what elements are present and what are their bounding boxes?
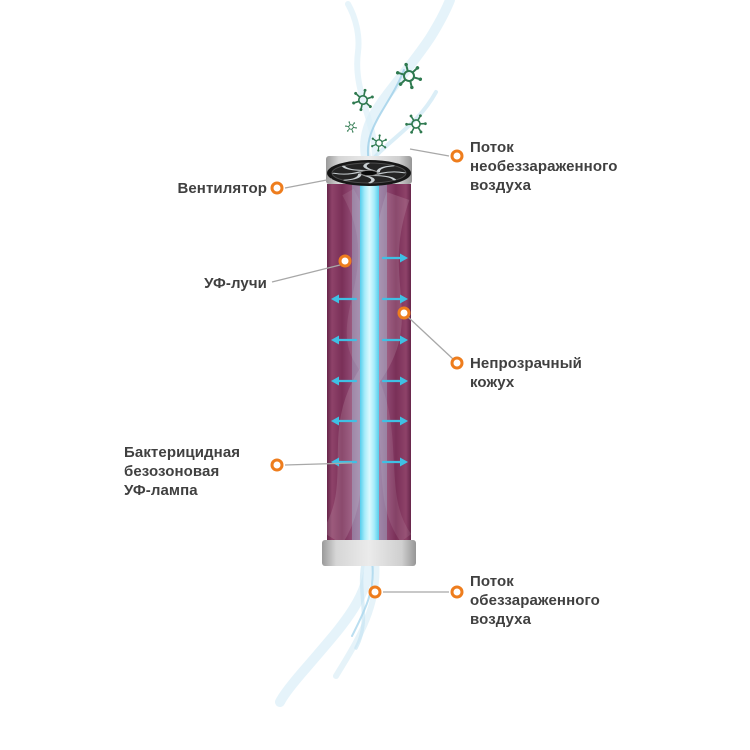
uv-arrow-left-icon: [331, 335, 358, 345]
uv-arrow-left-icon: [331, 294, 358, 304]
uv-arrow-right-icon: [381, 335, 408, 345]
leader-line-casing: [407, 316, 454, 360]
callout-marker-outflow-part: [368, 585, 382, 599]
leader-line-fan: [284, 178, 333, 189]
callout-marker-inflow: [450, 149, 464, 163]
label-fan: Вентилятор: [177, 180, 267, 197]
outflow-swirl: [275, 555, 380, 707]
callout-markers: [270, 149, 464, 599]
callout-marker-uv-rays: [338, 254, 352, 268]
uv-arrow-left-icon: [331, 376, 358, 386]
callout-marker-outflow-text: [450, 585, 464, 599]
callout-marker-casing-part: [397, 306, 411, 320]
uv-arrow-right-icon: [381, 294, 408, 304]
leader-line-uv-rays: [271, 264, 341, 283]
label-lamp: Бактерицидная безозоновая УФ-лампа: [124, 444, 241, 499]
virus-icon: [342, 118, 360, 136]
callout-marker-fan: [270, 181, 284, 195]
uv-lamp: [352, 184, 387, 540]
label-inflow: Поток необеззараженного воздуха: [470, 139, 618, 194]
label-uv-rays: УФ-лучи: [204, 275, 267, 292]
fan-icon: [327, 160, 411, 186]
uv-arrow-right-icon: [381, 253, 408, 263]
callout-marker-lamp: [270, 458, 284, 472]
uv-arrow-right-icon: [381, 416, 408, 426]
virus-icon: [401, 108, 431, 140]
callout-marker-casing-text: [450, 356, 464, 370]
leader-lines: [271, 148, 454, 593]
bottom-cap: [322, 540, 416, 566]
uv-arrow-left-icon: [331, 416, 358, 426]
label-casing: Непрозрачный кожух: [470, 355, 582, 391]
uv-arrow-right-icon: [381, 376, 408, 386]
leader-line-inflow: [409, 148, 450, 157]
label-outflow: Поток обеззараженного воздуха: [470, 573, 600, 628]
uv-arrow-right-icon: [381, 457, 408, 467]
leader-line-lamp: [284, 462, 353, 466]
uv-arrow-left-icon: [331, 457, 358, 467]
uv-ray-arrows: [331, 253, 408, 467]
